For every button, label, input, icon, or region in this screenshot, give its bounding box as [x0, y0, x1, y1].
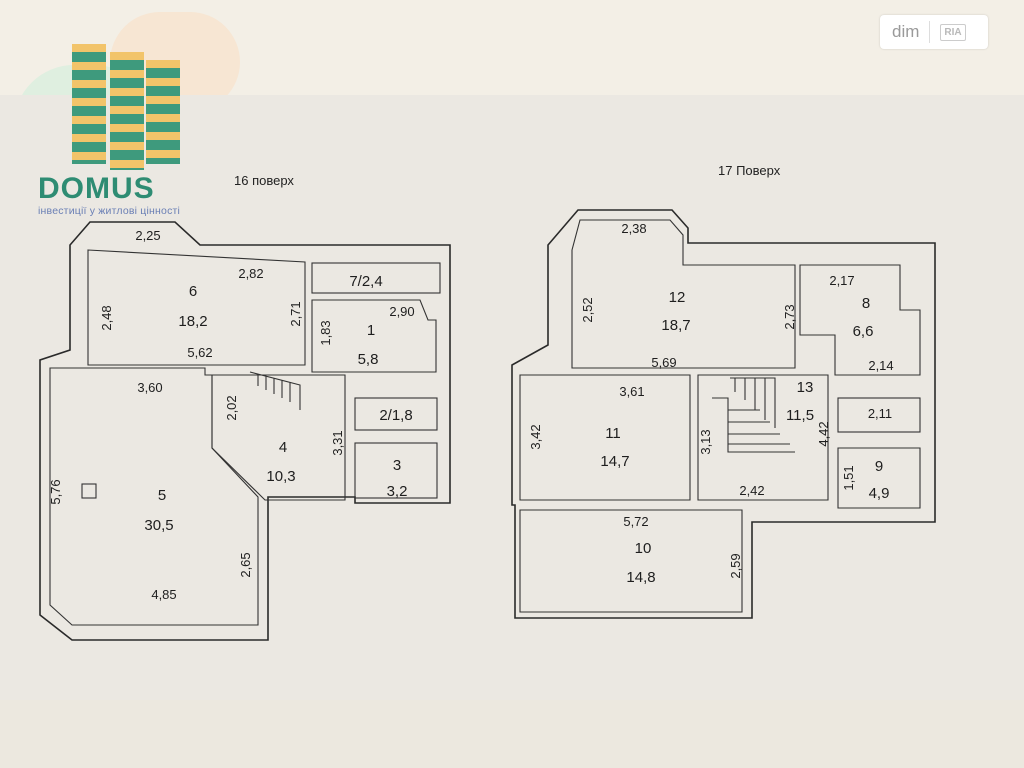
- floor-16-outer-wall: [39, 221, 451, 641]
- room-13-walls: [697, 374, 829, 501]
- room-6-area: 18,2: [178, 313, 207, 330]
- room-10-area: 14,8: [626, 569, 655, 586]
- floor-17-plan: [511, 209, 936, 619]
- dim-2-48: 2,48: [99, 305, 114, 330]
- floor-16-title: 16 поверх: [234, 173, 294, 188]
- room-3-number: 3: [393, 457, 401, 474]
- dim-3-42: 3,42: [528, 424, 543, 449]
- room-5-number: 5: [158, 487, 166, 504]
- floor-17-title: 17 Поверх: [718, 163, 781, 178]
- watermark-divider: [929, 21, 931, 43]
- dim-2-65: 2,65: [238, 552, 253, 577]
- logo-tagline: інвестиції у житлові цінності: [38, 205, 181, 217]
- dim-2-82: 2,82: [238, 266, 263, 281]
- floor-17-outer-wall: [511, 209, 936, 619]
- room-3-area: 3,2: [387, 483, 408, 500]
- dim-2-90: 2,90: [389, 304, 414, 319]
- room-10-number: 10: [635, 540, 652, 557]
- column-icon: [81, 483, 97, 499]
- dim-2-17: 2,17: [829, 273, 854, 288]
- room-6-number: 6: [189, 283, 197, 300]
- dim-4-42: 4,42: [816, 421, 831, 446]
- dim-2-14: 2,14: [868, 358, 893, 373]
- room-12-area: 18,7: [661, 317, 690, 334]
- dim-5-62: 5,62: [187, 345, 212, 360]
- room-9-number: 9: [875, 458, 883, 475]
- room-10-walls: [519, 509, 743, 613]
- room-4-area: 10,3: [266, 468, 295, 485]
- dim-2-25: 2,25: [135, 228, 160, 243]
- room-11-area: 14,7: [600, 453, 629, 470]
- room-4-number: 4: [279, 439, 287, 456]
- room-2-label: 2/1,8: [379, 407, 412, 424]
- room-12-number: 12: [669, 289, 686, 306]
- dim-2-02: 2,02: [224, 395, 239, 420]
- dim-ria-watermark: dim RIA: [880, 15, 988, 49]
- room-9-area: 4,9: [869, 485, 890, 502]
- dim-5-69: 5,69: [651, 355, 676, 370]
- room-2-11-walls: [837, 397, 921, 433]
- room-1-number: 1: [367, 322, 375, 339]
- dim-2-59: 2,59: [728, 553, 743, 578]
- floor-17-labels: 12 18,7 8 6,6 11 14,7 13 11,5 9 4,9 10 1…: [528, 221, 894, 586]
- room-8-walls: [799, 264, 921, 376]
- room-12-walls: [571, 219, 796, 369]
- dim-1-51: 1,51: [841, 465, 856, 490]
- ria-badge-icon: RIA: [940, 23, 966, 41]
- watermark-site: dim: [892, 22, 920, 41]
- logo-wordmark: DOMUS: [38, 172, 155, 205]
- dim-3-13: 3,13: [698, 429, 713, 454]
- floor-16-labels: 6 18,2 1 5,8 4 10,3 5 30,5 3 3,2 7/2,4 2…: [48, 228, 415, 602]
- room-1-area: 5,8: [358, 351, 379, 368]
- dim-5-76: 5,76: [48, 479, 63, 504]
- dim-2-52: 2,52: [580, 297, 595, 322]
- room-11-walls: [519, 374, 691, 501]
- room-9-walls: [837, 447, 921, 509]
- dim-1-83: 1,83: [318, 320, 333, 345]
- room-8-area: 6,6: [853, 323, 874, 340]
- room-13-area: 11,5: [786, 407, 814, 424]
- dim-4-85: 4,85: [151, 587, 176, 602]
- floor-16-stairs: [249, 371, 301, 410]
- room-5-area: 30,5: [144, 517, 173, 534]
- dim-2-42: 2,42: [739, 483, 764, 498]
- dim-3-31: 3,31: [330, 430, 345, 455]
- dim-2-38: 2,38: [621, 221, 646, 236]
- room-2-walls: [354, 397, 438, 431]
- room-5-walls: [49, 367, 259, 626]
- floor-17-stairs: [712, 377, 795, 453]
- room-8-number: 8: [862, 295, 870, 312]
- dim-2-73: 2,73: [782, 304, 797, 329]
- room-1-walls: [311, 299, 437, 373]
- room-7-label: 7/2,4: [349, 273, 382, 290]
- room-6-walls: [87, 249, 306, 366]
- room-11-number: 11: [605, 425, 621, 442]
- footer-band: [0, 700, 1024, 768]
- room-13-number: 13: [797, 379, 814, 396]
- dim-2-11: 2,11: [868, 406, 892, 421]
- dim-3-60: 3,60: [137, 380, 162, 395]
- dim-3-61: 3,61: [619, 384, 644, 399]
- room-3-walls: [354, 442, 438, 499]
- dim-2-71: 2,71: [288, 301, 303, 326]
- floor-16-plan: [39, 221, 451, 641]
- room-7-walls: [311, 262, 441, 294]
- dim-5-72: 5,72: [623, 514, 648, 529]
